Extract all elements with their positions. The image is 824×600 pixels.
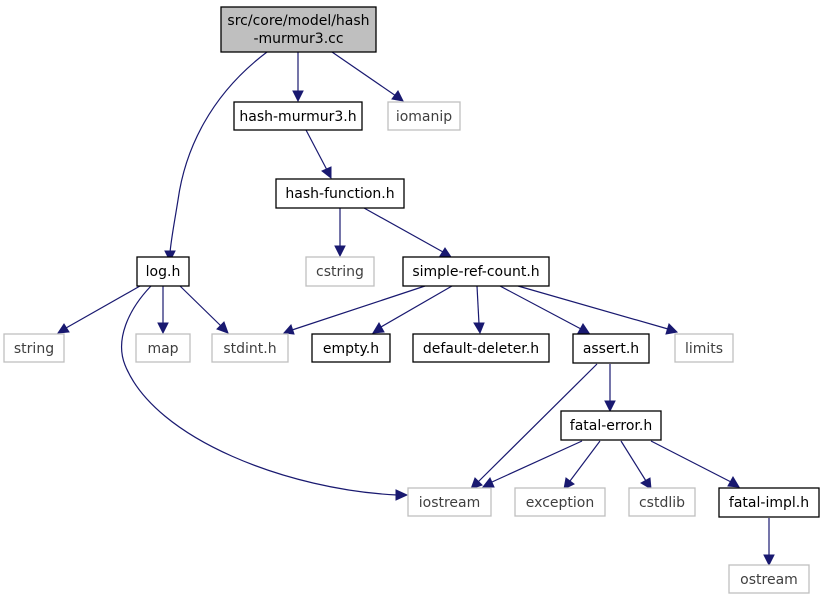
edge-assert-to-fatal-error [604,364,616,413]
node-label: iostream [419,495,481,511]
edge-simple-ref-count-to-empty [372,285,453,334]
edge-fatal-error-to-exception [563,440,601,490]
node-hash-murmur3-h[interactable]: hash-murmur3.h [233,101,363,131]
node-empty-h[interactable]: empty.h [311,333,391,363]
node-stdint-h[interactable]: stdint.h [211,333,289,363]
edge-root-to-iomanip [331,51,404,102]
edge-hash-function-to-cstring [334,208,346,258]
edge-assert-to-iostream [470,363,598,490]
node-fatal-error-h[interactable]: fatal-error.h [560,410,662,441]
graph-edges [57,51,775,567]
node-log-h[interactable]: log.h [136,256,190,287]
edge-log-to-string [57,285,141,334]
node-cstring[interactable]: cstring [305,256,375,287]
node-label: ostream [740,572,798,588]
edge-simple-ref-count-to-limits [517,285,679,335]
node-label: empty.h [323,341,379,357]
node-label: simple-ref-count.h [412,264,539,280]
node-label: hash-murmur3.h [239,109,356,125]
node-label: assert.h [583,341,639,357]
node-label: string [14,341,54,357]
edge-fatal-error-to-cstdlib [620,440,652,490]
edge-fatal-error-to-iostream [481,440,583,488]
edge-root-to-log-h [164,51,268,263]
node-root-line1: src/core/model/hash [227,13,369,29]
edge-simple-ref-count-to-stdint [282,285,426,335]
node-hash-function-h[interactable]: hash-function.h [275,178,405,209]
node-root-file[interactable]: src/core/model/hash -murmur3.cc [220,6,377,53]
edge-log-to-stdint [179,285,229,334]
node-simple-ref-count-h[interactable]: simple-ref-count.h [402,256,550,287]
edge-hash-function-to-simple-ref-count [363,207,452,258]
node-exception[interactable]: exception [514,487,606,517]
node-limits[interactable]: limits [674,333,734,363]
node-label: log.h [146,264,181,280]
edge-hash-murmur3-to-hash-function [305,129,332,180]
node-label: map [147,341,178,357]
node-assert-h[interactable]: assert.h [572,333,650,364]
node-iostream[interactable]: iostream [407,487,492,517]
node-fatal-impl-h[interactable]: fatal-impl.h [718,487,820,518]
edge-fatal-error-to-fatal-impl [650,440,740,488]
node-ostream[interactable]: ostream [728,564,810,594]
node-label: fatal-error.h [570,418,652,434]
node-map[interactable]: map [135,333,191,363]
node-default-deleter-h[interactable]: default-deleter.h [412,333,550,363]
edge-simple-ref-count-to-assert [499,285,590,334]
node-label: limits [685,341,723,357]
edge-fatal-impl-to-ostream [763,518,775,567]
node-label: fatal-impl.h [729,495,809,511]
node-string[interactable]: string [3,333,65,363]
node-label: cstring [316,264,364,280]
edge-log-to-map [157,286,169,335]
node-cstdlib[interactable]: cstdlib [628,487,696,517]
edge-log-to-iostream [121,285,409,501]
node-root-line2: -murmur3.cc [253,31,343,47]
edge-simple-ref-count-to-default-deleter [473,285,485,335]
node-iomanip[interactable]: iomanip [387,101,461,131]
node-label: default-deleter.h [423,341,539,357]
node-label: hash-function.h [285,186,394,202]
node-label: stdint.h [223,341,276,357]
node-label: cstdlib [639,495,685,511]
graph-nodes: src/core/model/hash -murmur3.cc hash-mur… [3,6,820,594]
edge-root-to-hash-murmur3-h [292,52,304,103]
node-label: exception [526,495,594,511]
node-label: iomanip [396,109,452,125]
